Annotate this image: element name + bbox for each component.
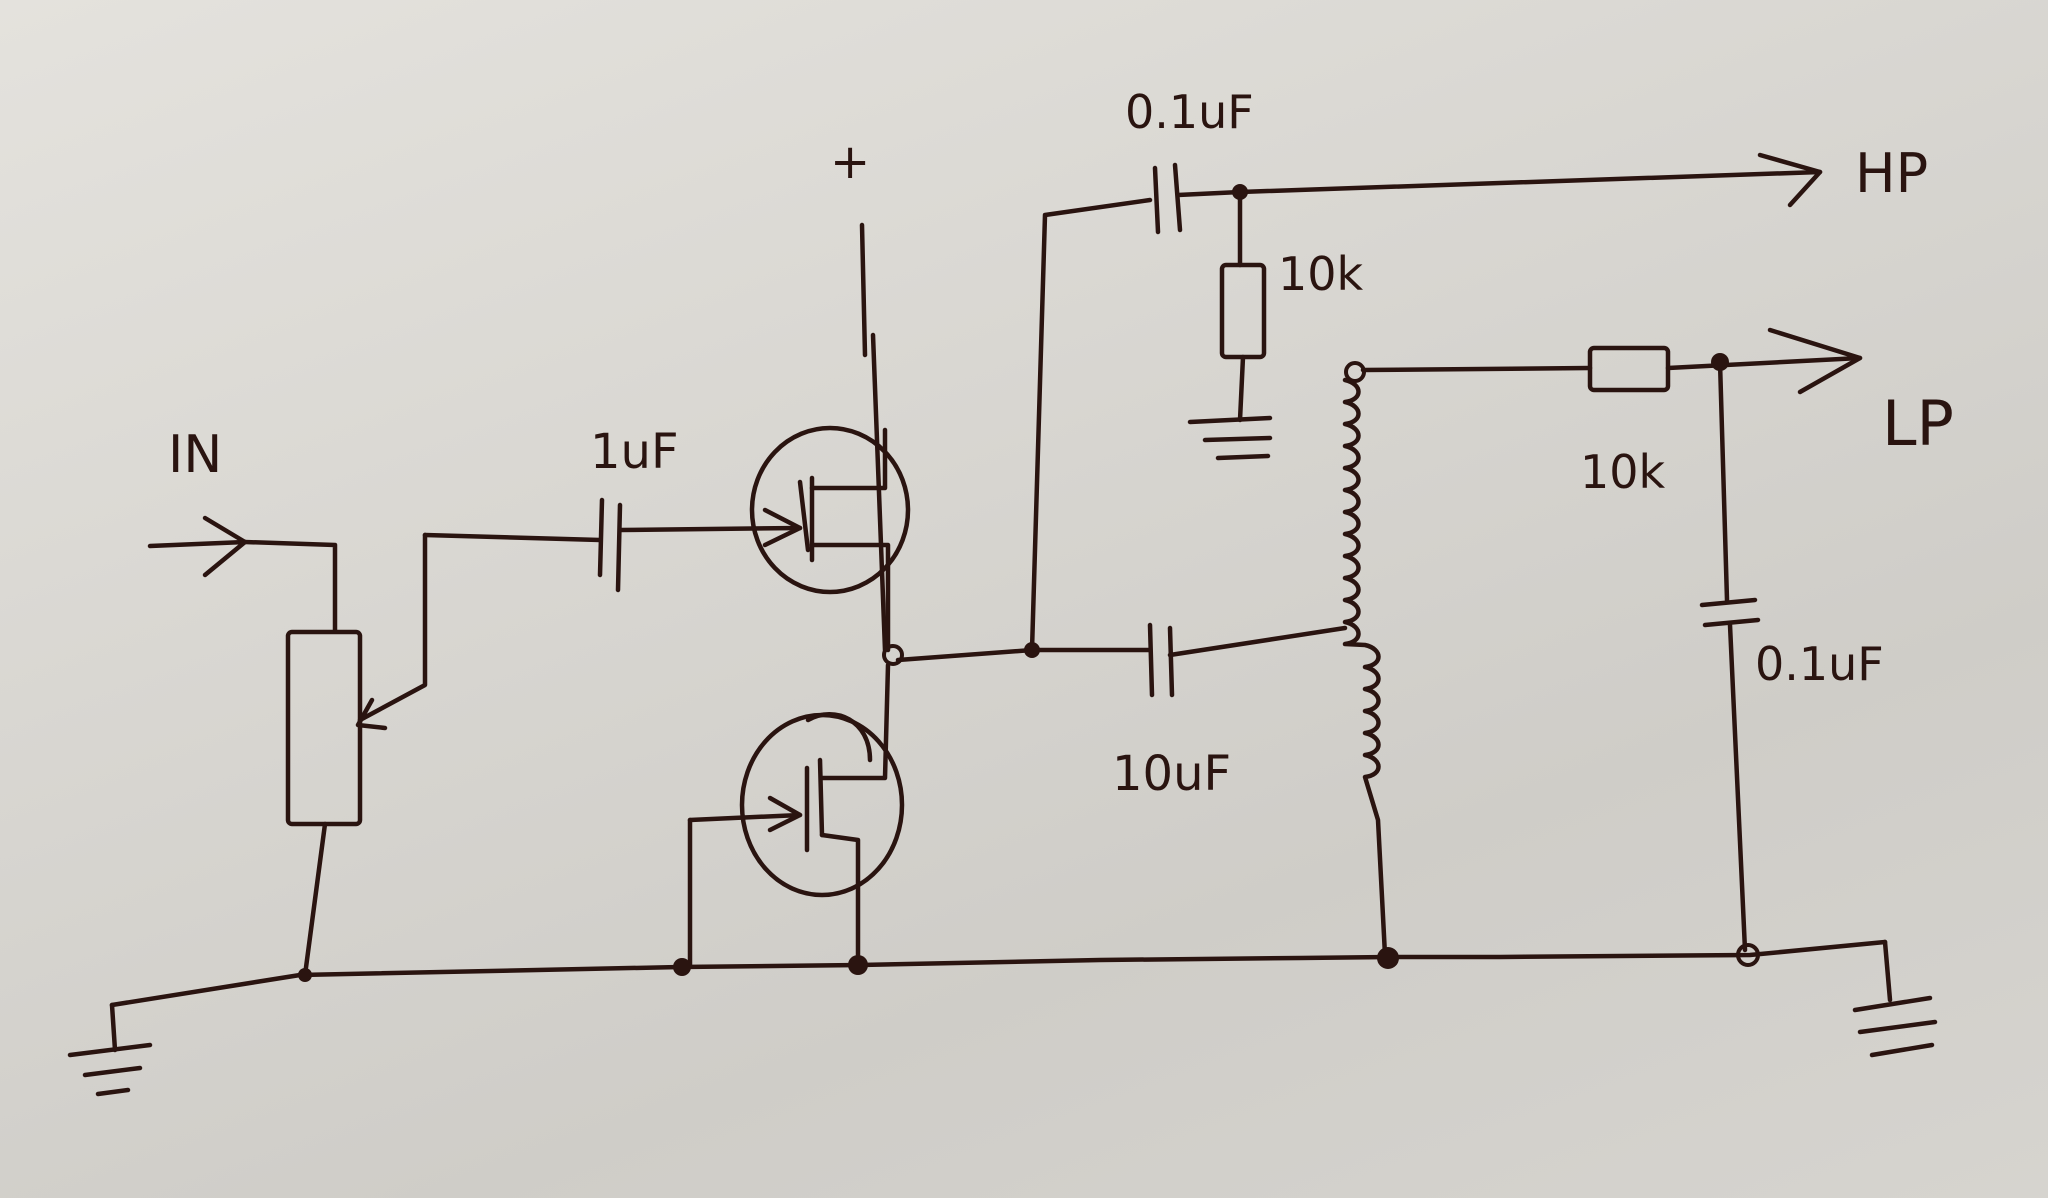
ground-rail [109, 939, 1888, 1008]
cap-input-label: 1uF [590, 424, 679, 480]
wire-to-upper-gate [617, 507, 803, 548]
junction-pot-ground [298, 968, 312, 982]
resistor-hp [1187, 189, 1273, 461]
hp-label: HP [1855, 142, 1928, 205]
cap-lp-label: 0.1uF [1755, 637, 1884, 691]
junction-inductor-ground [1377, 947, 1399, 969]
wire-lp-top [1360, 365, 1593, 373]
supply-label: + [830, 134, 870, 190]
wire-hp-output [1175, 169, 1823, 198]
capacitor-input [597, 497, 623, 593]
junction-output-node [882, 644, 904, 666]
resistor-lp [1587, 345, 1863, 393]
junction-gate-ground [673, 958, 691, 976]
capacitor-hp [1152, 162, 1183, 235]
input-label: IN [168, 425, 222, 485]
res-lp-label: 10k [1580, 445, 1666, 499]
ground-symbol-left [67, 1002, 153, 1097]
capacitor-lp [1699, 359, 1761, 953]
junction-lp-ground [1736, 943, 1760, 967]
transistor-upper [749, 425, 911, 653]
transistor-lower [687, 662, 905, 968]
wire-to-hp-cap [1029, 197, 1153, 653]
wire-to-input-cap [422, 532, 603, 543]
potentiometer [285, 532, 428, 978]
lp-arrow [1767, 327, 1863, 395]
lp-label: LP [1882, 387, 1954, 460]
inductor [1342, 361, 1388, 958]
supply-wire [859, 222, 888, 653]
wire-output-node [895, 647, 1153, 663]
ground-symbol-right [1852, 939, 1938, 1058]
cap-coupling-label: 10uF [1112, 746, 1231, 802]
junction-source-ground [848, 955, 868, 975]
input-arrow [147, 515, 338, 633]
hp-arrow [1757, 152, 1823, 208]
res-hp-label: 10k [1278, 247, 1364, 301]
capacitor-coupling [1147, 622, 1348, 698]
cap-hp-label: 0.1uF [1125, 85, 1254, 139]
